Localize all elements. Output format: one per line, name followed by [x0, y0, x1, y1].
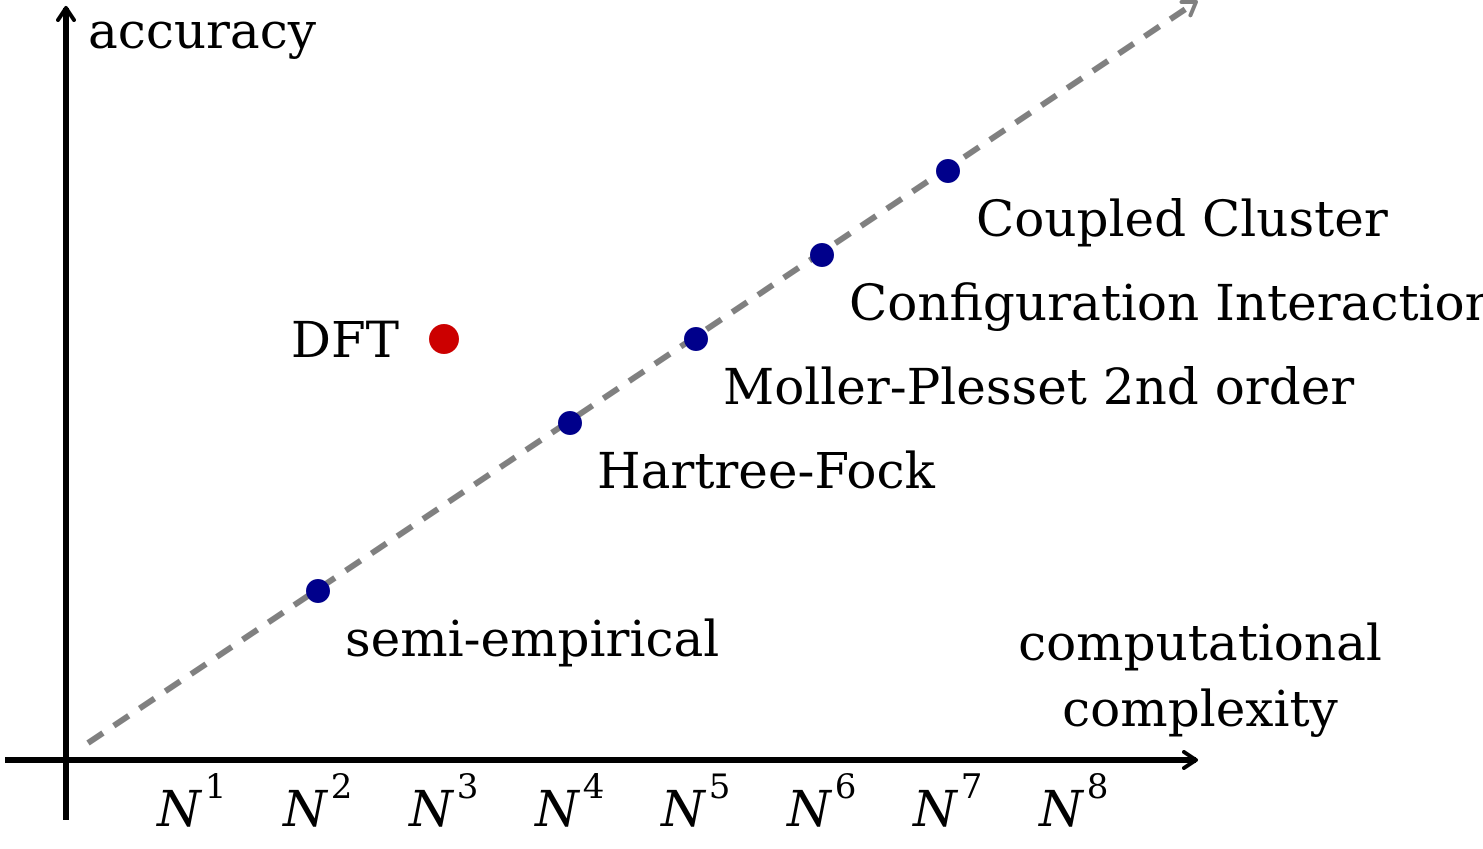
point-hartree-fock [558, 411, 582, 435]
label-configuration-interaction: Configuration Interaction [849, 274, 1483, 332]
label-semi-empirical: semi-empirical [345, 610, 719, 668]
label-dft: DFT [291, 311, 399, 369]
trend-line [86, 0, 1198, 746]
point-configuration-interaction [810, 243, 834, 267]
x-axis-label-line1: computational [1018, 614, 1382, 672]
y-axis-label: accuracy [88, 2, 317, 60]
point-coupled-cluster [936, 159, 960, 183]
point-semi-empirical [306, 579, 330, 603]
label-coupled-cluster: Coupled Cluster [976, 190, 1388, 248]
label-moller-plesset: Moller-Plesset 2nd order [723, 358, 1354, 416]
point-moller-plesset [684, 327, 708, 351]
x-axis-label-line2: complexity [1062, 680, 1338, 738]
label-hartree-fock: Hartree-Fock [597, 442, 935, 500]
point-dft [429, 324, 459, 354]
